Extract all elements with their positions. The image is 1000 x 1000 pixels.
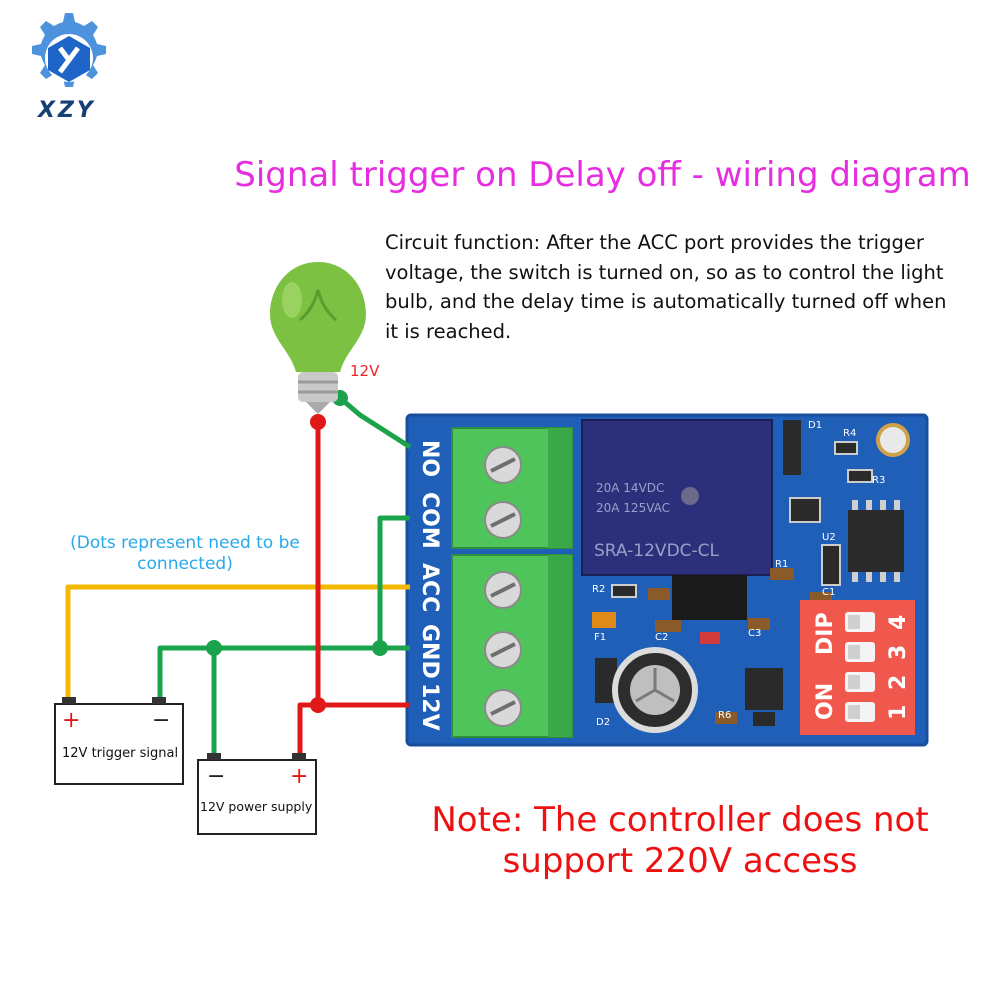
label-d2: D2 bbox=[596, 717, 610, 728]
wire-no-green bbox=[338, 396, 412, 450]
transistor bbox=[672, 575, 747, 620]
dip-num-3: 3 bbox=[886, 645, 911, 660]
ic-chip bbox=[848, 510, 904, 572]
wire-acc-yellow bbox=[65, 584, 410, 704]
warning-note: Note: The controller does not support 22… bbox=[431, 800, 929, 881]
gear-logo-icon bbox=[32, 13, 106, 87]
relay-text-2: 20A 125VAC bbox=[596, 501, 670, 515]
label-c1: C1 bbox=[822, 587, 835, 598]
relay-text-1: 20A 14VDC bbox=[596, 481, 664, 495]
connection-dots bbox=[206, 390, 388, 713]
brand-logo bbox=[10, 5, 120, 100]
battery-2-minus: − bbox=[207, 764, 225, 789]
battery-trigger-signal: + − 12V trigger signal bbox=[54, 697, 184, 785]
label-c3: C3 bbox=[748, 628, 761, 639]
battery-2-plus: + bbox=[290, 764, 308, 789]
dip-num-2: 2 bbox=[886, 675, 911, 690]
label-c2: C2 bbox=[655, 632, 668, 643]
label-r3: R3 bbox=[872, 475, 885, 486]
diagram-title: Signal trigger on Delay off - wiring dia… bbox=[234, 155, 971, 195]
circuit-description: Circuit function: After the ACC port pro… bbox=[385, 231, 947, 343]
terminal-screws bbox=[484, 446, 522, 727]
dip-num-4: 4 bbox=[886, 615, 911, 630]
battery-1-minus: − bbox=[152, 708, 170, 733]
smd-components bbox=[592, 420, 873, 726]
label-d1: D1 bbox=[808, 420, 822, 431]
label-r1: R1 bbox=[775, 559, 788, 570]
dip-on-label: ON bbox=[813, 683, 838, 720]
battery-2-label: 12V power supply bbox=[200, 799, 313, 814]
label-r4: R4 bbox=[843, 428, 856, 439]
relay bbox=[581, 419, 773, 576]
battery-1-label: 12V trigger signal bbox=[62, 746, 178, 761]
dip-label: DIP bbox=[813, 612, 838, 655]
relay-model: SRA-12VDC-CL bbox=[594, 541, 720, 561]
wire-supply-red bbox=[297, 702, 318, 760]
label-r6: R6 bbox=[718, 710, 731, 721]
label-r2: R2 bbox=[592, 584, 605, 595]
wire-bulb-red bbox=[315, 422, 410, 708]
terminal-label-gnd: GND bbox=[417, 624, 442, 679]
bulb-voltage-label: 12V bbox=[350, 362, 380, 380]
terminal-label-no: NO bbox=[417, 440, 442, 477]
battery-power-supply: − + 12V power supply bbox=[197, 753, 317, 835]
light-bulb-icon bbox=[270, 262, 366, 414]
mounting-hole bbox=[876, 423, 910, 457]
wire-gnd-green bbox=[157, 645, 410, 704]
dots-note: (Dots represent need to be connected) bbox=[70, 533, 300, 574]
terminal-label-com: COM bbox=[417, 492, 442, 549]
terminal-label-acc: ACC bbox=[417, 563, 442, 612]
dip-num-1: 1 bbox=[886, 705, 911, 720]
brand-name: XZY bbox=[38, 98, 96, 123]
relay-board: 20A 14VDC 20A 125VAC SRA-12VDC-CL bbox=[405, 413, 929, 747]
wire-com-green bbox=[377, 515, 410, 648]
battery-1-plus: + bbox=[62, 708, 80, 733]
label-f1: F1 bbox=[594, 632, 606, 643]
label-u2: U2 bbox=[822, 532, 836, 543]
terminal-label-12v: 12V bbox=[417, 683, 442, 731]
